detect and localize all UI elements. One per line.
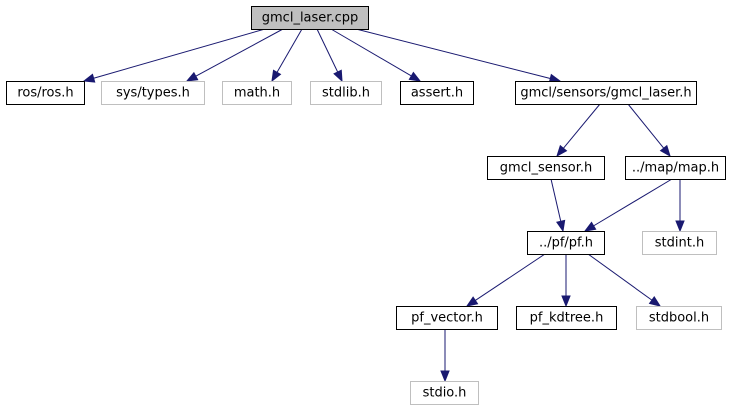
node-box [527, 231, 605, 255]
edge-gmcl-laser-cpp-to-stdlib-h [316, 28, 343, 83]
node-box [6, 81, 85, 105]
node-label: stdint.h [655, 236, 704, 251]
edge-map-map-h-to-stdint-h [675, 179, 685, 233]
edge-line [93, 28, 266, 79]
edge-line [355, 28, 551, 80]
edge-gmcl-laser-cpp-to-math-h [271, 28, 303, 83]
node-gmcl-laser-cpp: gmcl_laser.cpp [251, 6, 369, 30]
arrowhead-icon [556, 219, 566, 233]
node-ros-ros-h[interactable]: ros/ros.h [6, 81, 85, 105]
edge-gmcl-sensor-h-to-pf-pf-h [550, 178, 566, 233]
arrowhead-icon [82, 73, 96, 83]
edge-gmcl-laser-cpp-to-gmcl-sensors-gmcl-laser-h [355, 28, 562, 84]
edge-line [562, 103, 601, 149]
node-label: gmcl_laser.cpp [262, 11, 358, 26]
node-label: pf_vector.h [411, 311, 483, 326]
edge-pf-pf-h-to-pf-kdtree-h [561, 254, 571, 308]
edge-line [475, 253, 546, 301]
node-box [400, 81, 474, 105]
arrowhead-icon [333, 69, 343, 83]
arrowhead-icon [648, 296, 662, 307]
edge-pf-pf-h-to-pf-vector-h [465, 253, 546, 307]
arrowhead-icon [271, 69, 282, 83]
node-box [396, 306, 498, 330]
node-stdint-h: stdint.h [642, 231, 717, 255]
node-box [515, 81, 697, 105]
edge-gmcl-laser-cpp-to-sys-types-h [185, 28, 284, 82]
node-gmcl-sensor-h[interactable]: gmcl_sensor.h [487, 156, 605, 180]
edge-gmcl-laser-cpp-to-ros-ros-h [82, 28, 266, 83]
node-box [625, 156, 726, 180]
node-label: pf_kdtree.h [530, 311, 604, 326]
node-box [222, 81, 292, 105]
node-box [251, 6, 369, 30]
node-sys-types-h: sys/types.h [101, 81, 205, 105]
node-map-map-h[interactable]: ../map/map.h [625, 156, 726, 180]
node-box [101, 81, 205, 105]
node-label: ../map/map.h [632, 161, 719, 176]
node-pf-vector-h[interactable]: pf_vector.h [396, 306, 498, 330]
node-stdio-h: stdio.h [410, 381, 479, 405]
node-box [487, 156, 605, 180]
node-box [642, 231, 717, 255]
node-label: stdio.h [423, 386, 467, 401]
node-assert-h[interactable]: assert.h [400, 81, 474, 105]
node-label: ../pf/pf.h [539, 236, 593, 251]
edge-line [195, 28, 284, 77]
node-box [310, 81, 382, 105]
node-label: ros/ros.h [17, 86, 73, 101]
edge-pf-vector-h-to-stdio-h [440, 329, 450, 383]
arrowhead-icon [556, 144, 568, 158]
edge-pf-pf-h-to-stdbool-h [587, 253, 662, 307]
arrowhead-icon [583, 221, 597, 232]
node-label: stdbool.h [649, 311, 709, 326]
node-stdbool-h: stdbool.h [636, 306, 722, 330]
node-math-h: math.h [222, 81, 292, 105]
edge-line [587, 253, 653, 301]
edge-gmcl-sensors-gmcl-laser-h-to-map-map-h [627, 103, 671, 158]
node-label: gmcl/sensors/gmcl_laser.h [520, 86, 691, 101]
edge-line [627, 103, 665, 149]
arrowhead-icon [561, 295, 571, 308]
node-label: gmcl_sensor.h [500, 161, 592, 176]
edge-map-map-h-to-pf-pf-h [583, 178, 673, 232]
arrowhead-icon [440, 370, 450, 383]
node-label: sys/types.h [116, 86, 190, 101]
edge-gmcl-laser-cpp-to-assert-h [330, 28, 422, 82]
node-label: stdlib.h [322, 86, 370, 101]
edge-line [330, 28, 412, 77]
arrowhead-icon [675, 220, 685, 233]
node-pf-pf-h[interactable]: ../pf/pf.h [527, 231, 605, 255]
arrowhead-icon [465, 296, 479, 307]
arrowhead-icon [185, 71, 199, 82]
arrowhead-icon [408, 71, 422, 82]
node-box [516, 306, 617, 330]
arrowhead-icon [659, 144, 671, 158]
node-gmcl-sensors-gmcl-laser-h[interactable]: gmcl/sensors/gmcl_laser.h [515, 81, 697, 105]
edge-line [316, 28, 339, 73]
edge-gmcl-sensors-gmcl-laser-h-to-gmcl-sensor-h [556, 103, 601, 158]
node-pf-kdtree-h[interactable]: pf_kdtree.h [516, 306, 617, 330]
node-label: assert.h [411, 86, 463, 101]
node-stdlib-h: stdlib.h [310, 81, 382, 105]
edge-line [550, 178, 562, 222]
edge-line [593, 178, 673, 227]
node-box [636, 306, 722, 330]
node-box [410, 381, 479, 405]
node-label: math.h [234, 86, 280, 101]
edge-line [276, 28, 303, 73]
